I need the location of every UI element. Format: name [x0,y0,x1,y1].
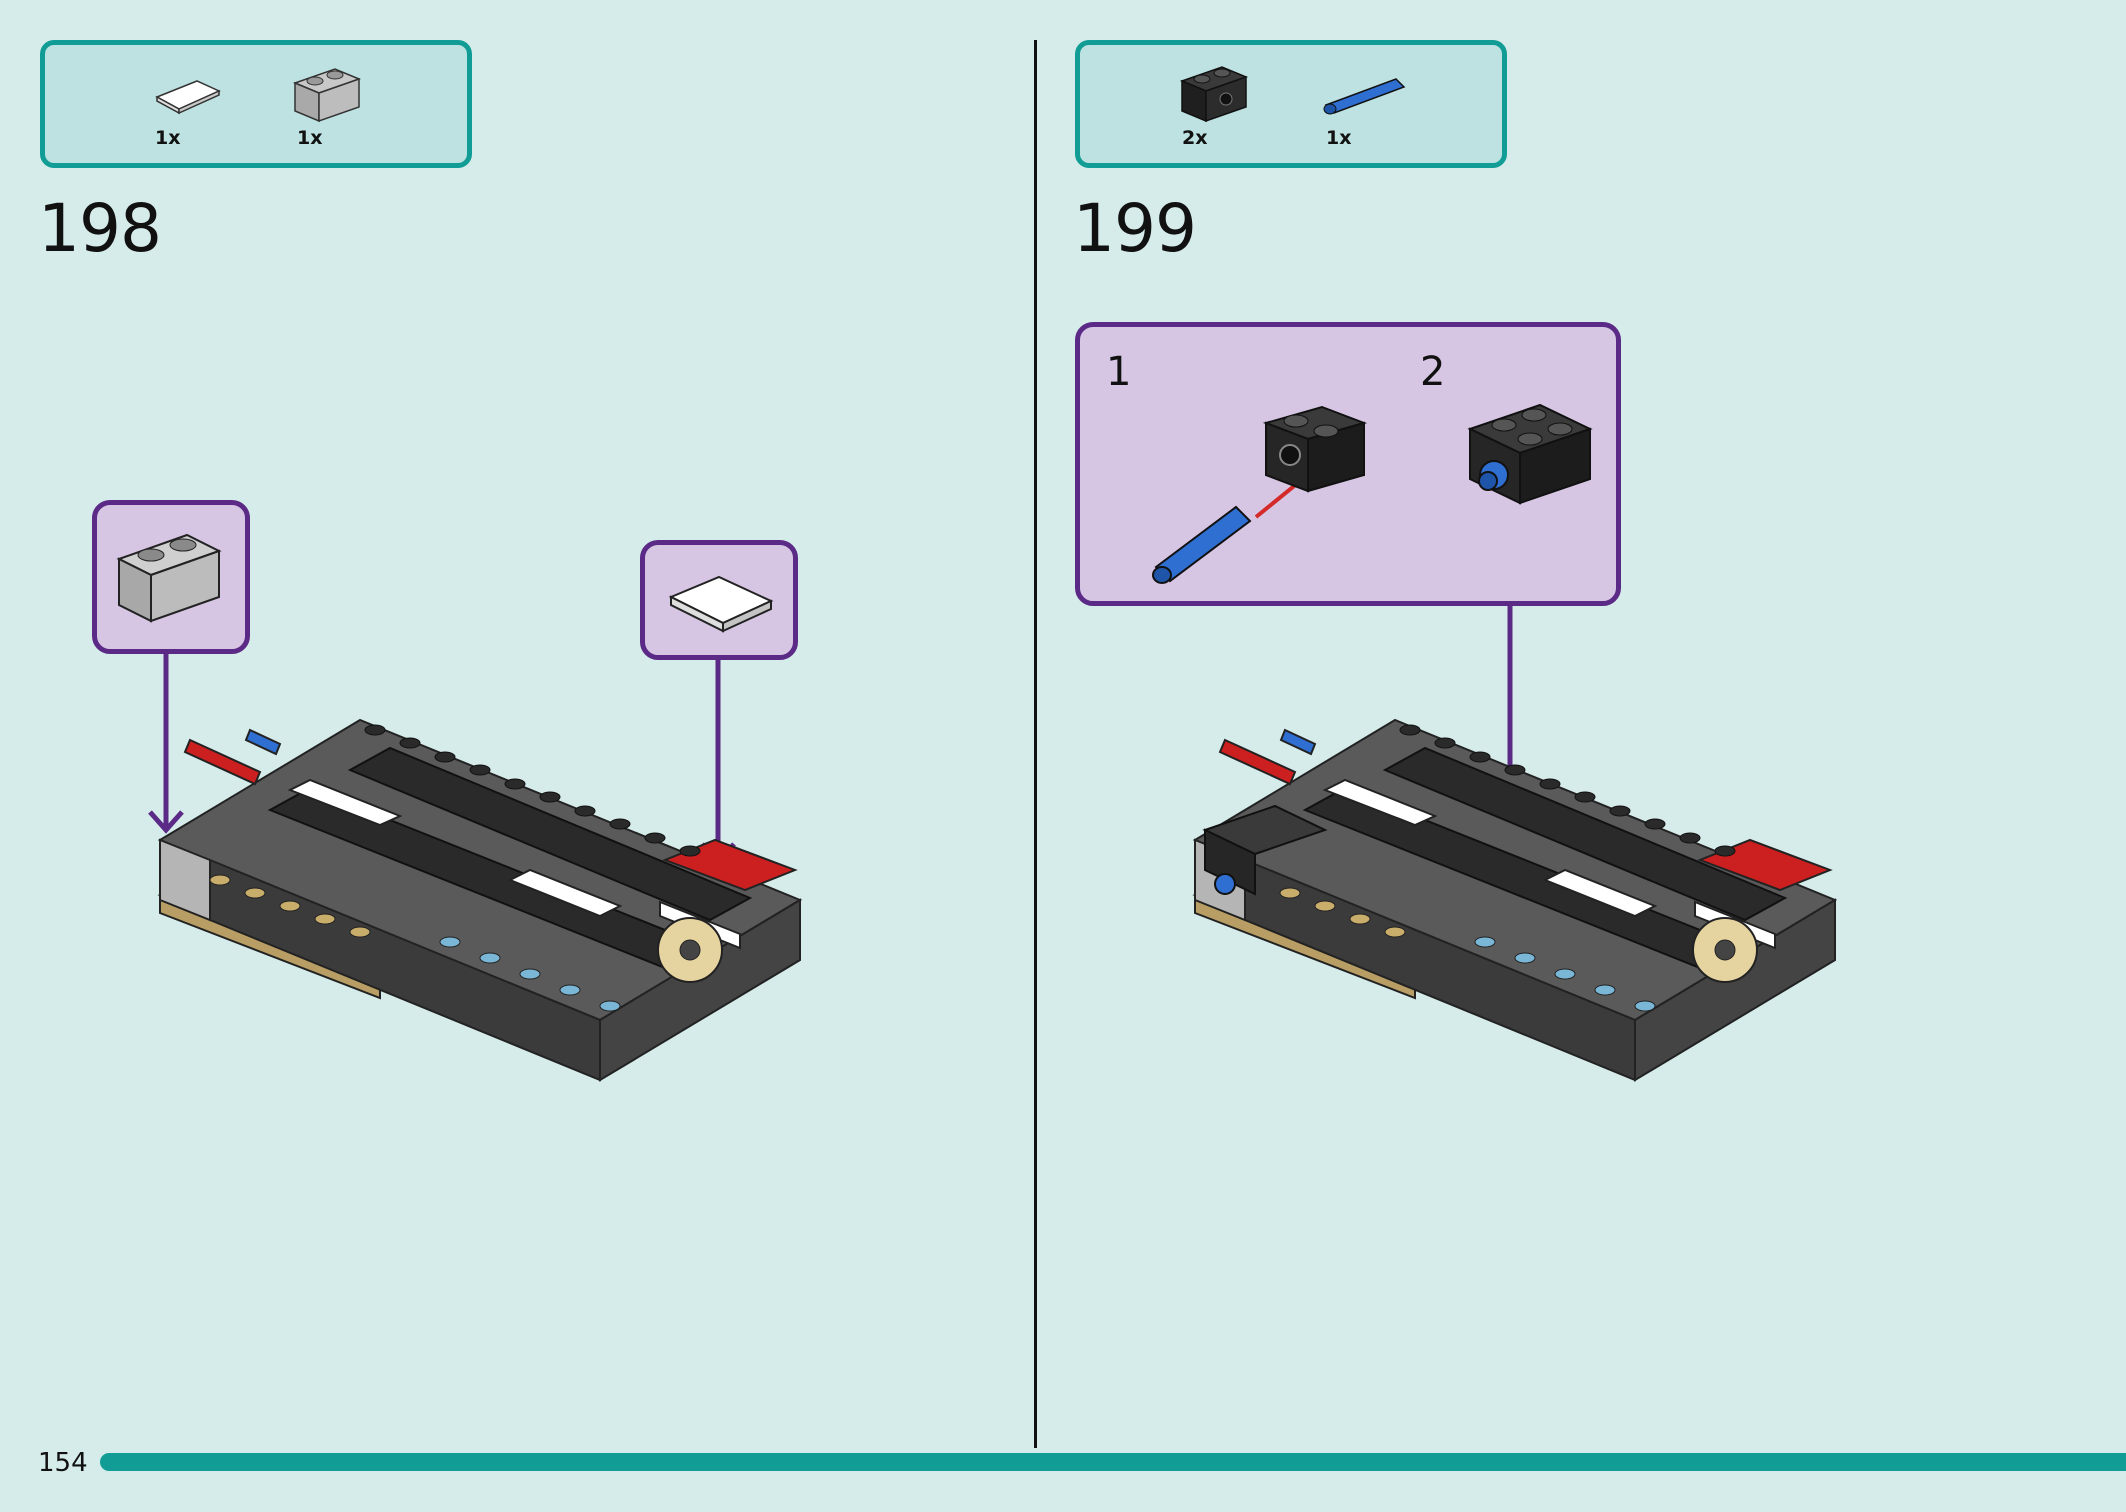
parts-box-199: 2x 1x [1075,40,1507,168]
white-tile-icon [155,80,221,115]
gray-brick-icon [292,68,362,123]
part-qty-198-2: 1x [297,127,323,149]
white-tile-icon [668,575,774,633]
page-divider [1034,40,1037,1448]
callout-substeps: 1 2 [1075,322,1621,606]
step-number-198: 198 [38,190,162,267]
callout-gray-brick [92,500,250,654]
technic-brick-with-pin-icon [1467,403,1593,505]
part-qty-199-1: 2x [1182,127,1208,149]
progress-bar [100,1453,2126,1471]
gray-brick-icon [116,533,222,623]
blue-pin-icon [1152,505,1252,584]
page-number: 154 [38,1448,88,1478]
model-assembly-199 [1192,718,1838,1082]
black-technic-brick-icon [1179,66,1249,123]
step-number-199: 199 [1073,190,1197,267]
blue-pin-icon [1323,78,1406,115]
part-qty-198-1: 1x [155,127,181,149]
black-technic-brick-icon [1262,405,1368,493]
parts-box-198: 1x 1x [40,40,472,168]
substep-number-1: 1 [1106,349,1132,395]
substep-number-2: 2 [1420,349,1446,395]
part-qty-199-2: 1x [1326,127,1352,149]
model-assembly-198 [157,718,803,1082]
callout-white-tile [640,540,798,660]
